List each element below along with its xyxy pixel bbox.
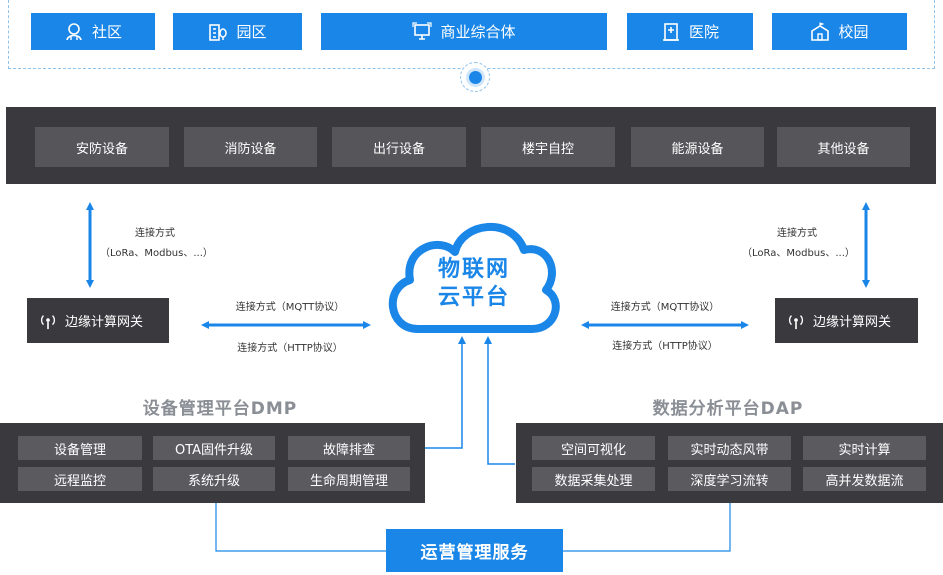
dmp-item: 故障排查: [288, 436, 410, 460]
device-fire: 消防设备: [184, 127, 317, 167]
dmp-panel: [0, 423, 425, 503]
dmp-title: 设备管理平台DMP: [142, 399, 298, 419]
dap-item: 高并发数据流: [803, 467, 926, 491]
campus-icon: [811, 21, 830, 41]
device-travel: 出行设备: [332, 127, 466, 167]
hospital-icon: [662, 22, 679, 41]
right-mqtt-label: 连接方式（MQTT协议）: [610, 302, 720, 313]
right-edge-gateway: 边缘计算网关: [775, 298, 918, 343]
left-edge-gateway: 边缘计算网关: [27, 298, 169, 343]
antenna-icon: [789, 314, 803, 329]
scenario-connector-dot: [460, 62, 490, 92]
scenario-hospital[interactable]: 医院: [627, 13, 753, 50]
left-http-label: 连接方式（HTTP协议）: [237, 343, 343, 354]
left-connection-label: 连接方式 （LoRa、Modbus、...）: [100, 228, 213, 259]
dap-title: 数据分析平台DAP: [652, 399, 804, 419]
left-mqtt-label: 连接方式（MQTT协议）: [235, 302, 345, 313]
dap-item: 实时计算: [803, 436, 926, 460]
dmp-item: 系统升级: [153, 467, 275, 491]
scenario-campus[interactable]: 校园: [772, 13, 907, 50]
dmp-item: 设备管理: [18, 436, 142, 460]
cloud-shape: [388, 222, 560, 333]
gateway-label: 边缘计算网关: [65, 315, 144, 330]
dap-item: 深度学习流转: [668, 467, 791, 491]
scenario-commercial-complex[interactable]: 商业综合体: [321, 13, 607, 50]
dmp-to-cloud-arrow: [410, 336, 466, 449]
device-energy: 能源设备: [631, 127, 764, 167]
dap-item: 数据采集处理: [532, 467, 655, 491]
scenario-label: 校园: [838, 23, 869, 41]
dmp-item: 生命周期管理: [288, 467, 410, 491]
device-building-control: 楼宇自控: [481, 127, 615, 167]
scenario-park[interactable]: 园区: [173, 13, 302, 50]
cloud-label: 物联网 云平台: [437, 257, 510, 310]
dap-item: 实时动态风带: [668, 436, 791, 460]
scenario-label: 园区: [236, 23, 267, 41]
dap-panel: [516, 423, 943, 503]
scenario-community[interactable]: 社区: [31, 13, 155, 50]
park-icon: [209, 23, 228, 41]
dap-to-service-line: [563, 503, 731, 552]
scenario-label: 商业综合体: [440, 23, 516, 41]
dmp-to-service-line: [215, 503, 386, 552]
gateway-label: 边缘计算网关: [813, 315, 892, 330]
right-connection-label: 连接方式 （LoRa、Modbus、...）: [742, 228, 855, 259]
antenna-icon: [41, 314, 55, 329]
device-other: 其他设备: [777, 127, 910, 167]
scenario-label: 医院: [688, 23, 719, 41]
right-http-label: 连接方式（HTTP协议）: [612, 341, 718, 352]
dap-item: 空间可视化: [532, 436, 655, 460]
commercial-complex-icon: [412, 21, 433, 40]
operation-service: 运营管理服务: [386, 529, 563, 572]
dap-to-cloud-arrow: [484, 336, 515, 465]
scenario-label: 社区: [91, 23, 122, 41]
community-icon: [66, 22, 82, 40]
dmp-item: OTA固件升级: [153, 436, 275, 460]
dmp-item: 远程监控: [18, 467, 142, 491]
device-security: 安防设备: [35, 127, 169, 167]
